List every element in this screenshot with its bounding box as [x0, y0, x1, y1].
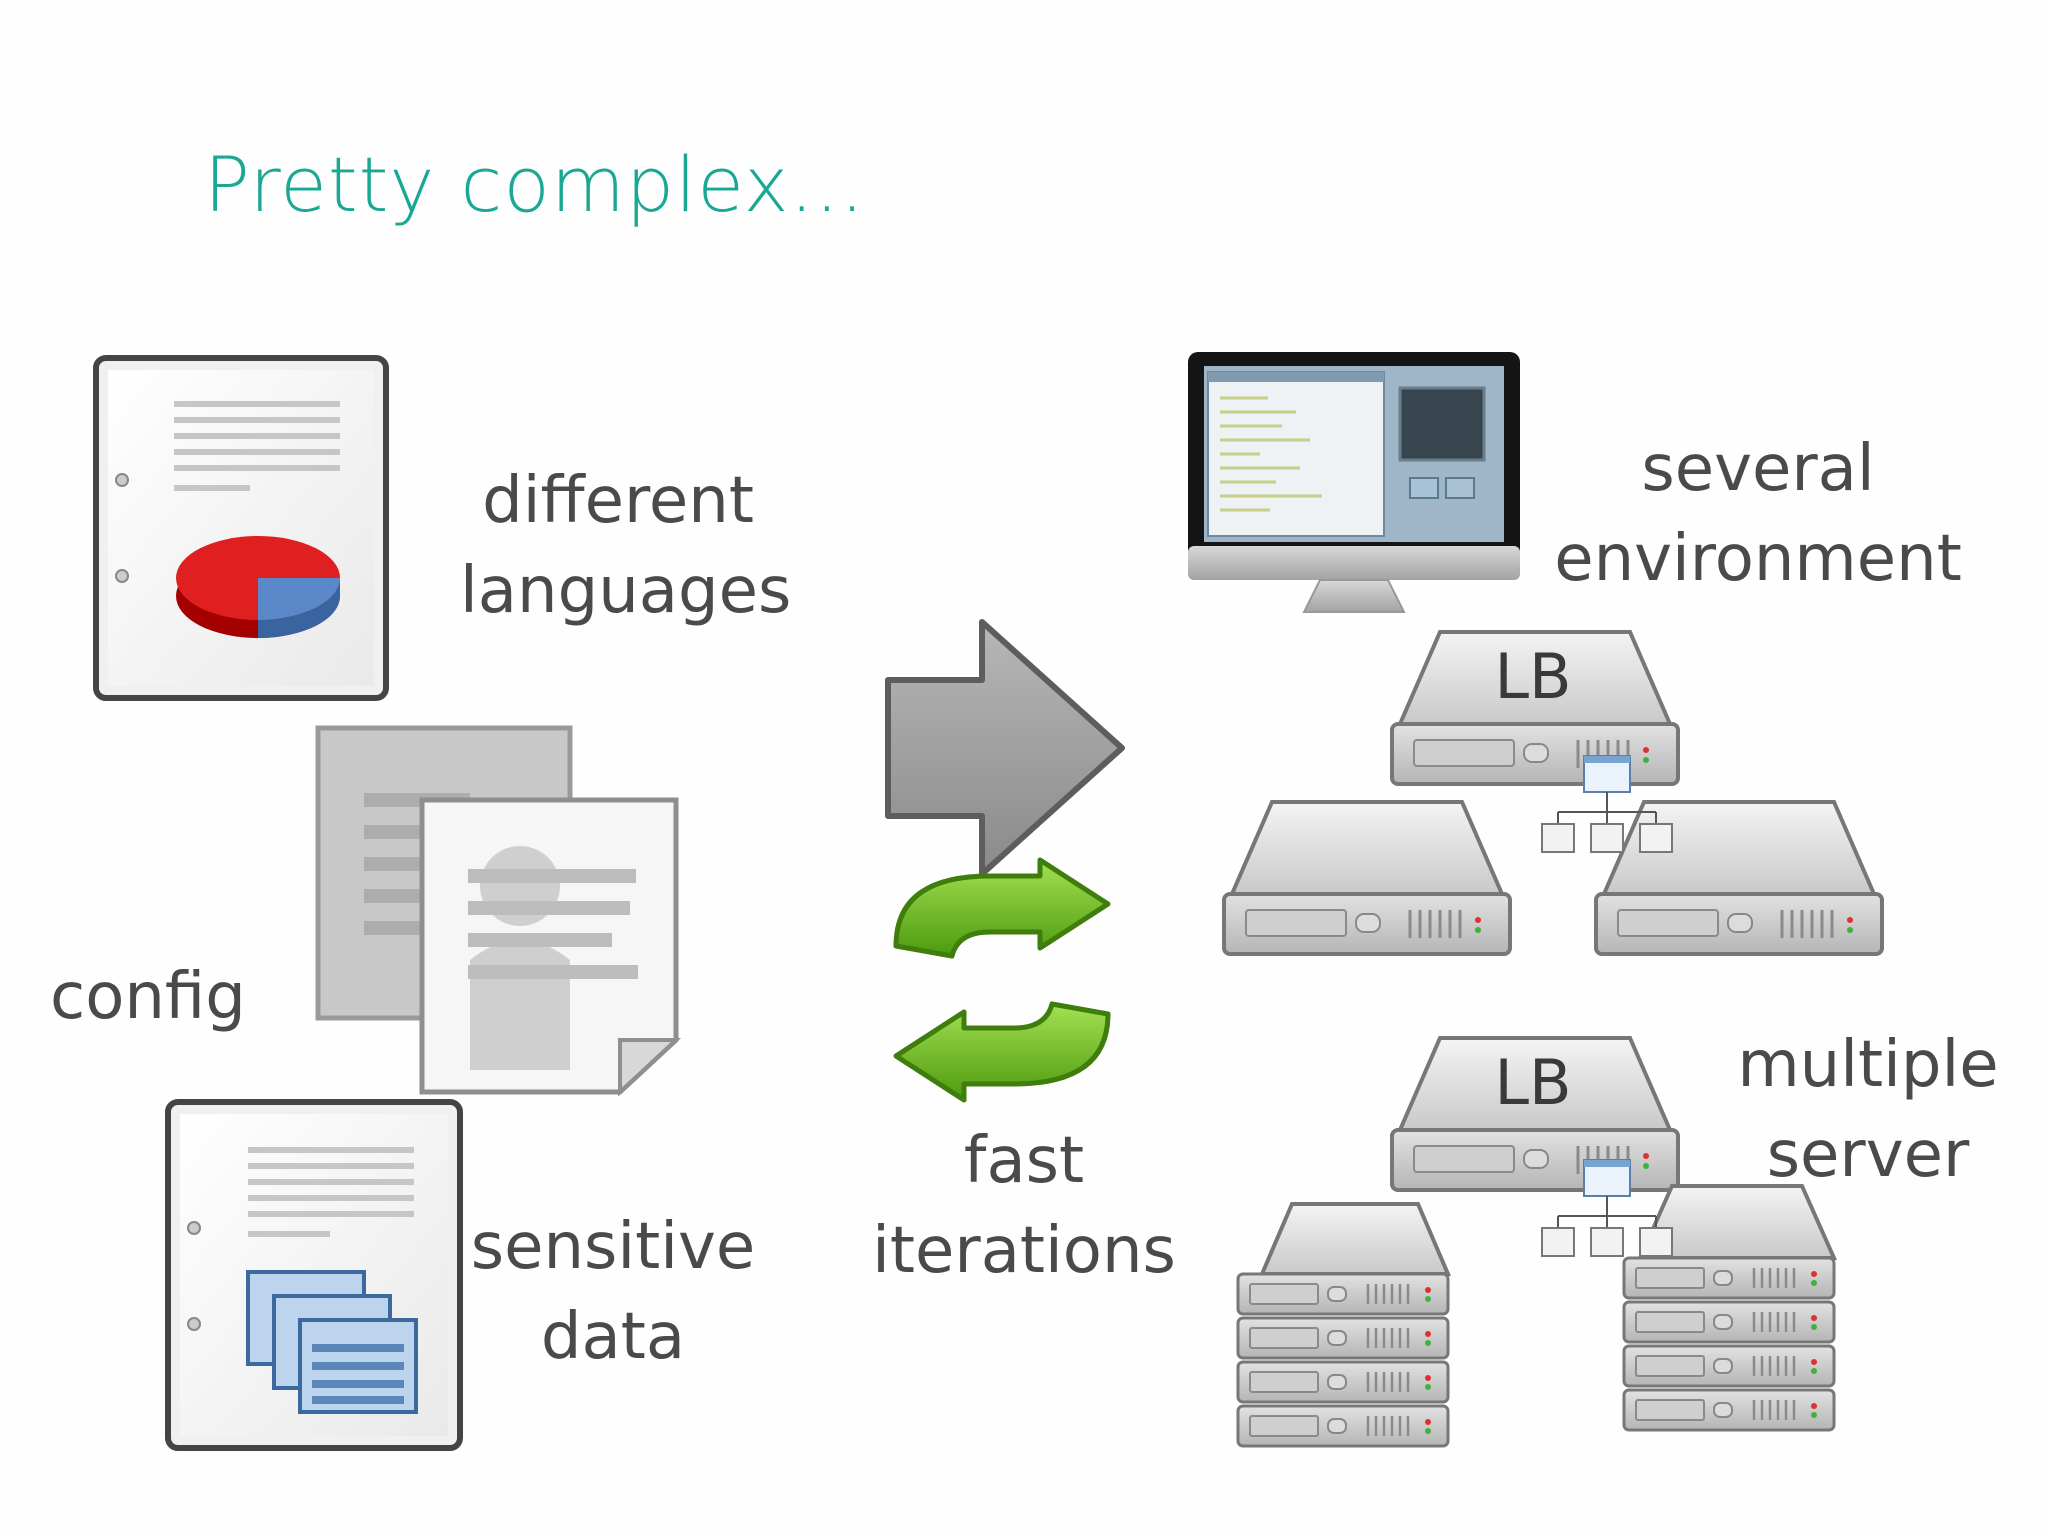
- server-icon: [1594, 800, 1884, 956]
- label-config: config: [50, 960, 246, 1034]
- chart-document-icon: [93, 355, 389, 701]
- label-sensitive-data: sensitive data: [470, 1202, 756, 1382]
- monitor-icon: [1188, 352, 1520, 613]
- slide-title: Pretty complex...: [204, 140, 866, 229]
- contact-documents-icon: [315, 725, 682, 1097]
- server-icon: [1222, 800, 1512, 956]
- label-line: data: [540, 1300, 686, 1374]
- label-line: sensitive: [470, 1210, 756, 1284]
- label-line: iterations: [872, 1214, 1176, 1288]
- arrow-right-icon: [885, 619, 1125, 877]
- label-line: different: [482, 464, 754, 538]
- refresh-icon: [893, 857, 1111, 1103]
- server-cluster-bottom: [1236, 1036, 1838, 1448]
- label-line: server: [1766, 1118, 1970, 1192]
- label-line: fast: [963, 1124, 1085, 1198]
- label-line: several: [1641, 432, 1875, 506]
- lb-label: LB: [1494, 1046, 1571, 1119]
- label-line: environment: [1554, 522, 1962, 596]
- label-line: multiple: [1737, 1028, 1999, 1102]
- label-multiple-server: multiple server: [1728, 1020, 2008, 1200]
- server-rack-icon: [1236, 1202, 1452, 1448]
- label-environment: several environment: [1548, 424, 1968, 604]
- lb-label: LB: [1494, 640, 1571, 713]
- label-fast-iterations: fast iterations: [864, 1116, 1184, 1296]
- data-document-icon: [165, 1099, 463, 1451]
- label-languages: different languages: [460, 456, 792, 636]
- label-line: languages: [460, 554, 792, 628]
